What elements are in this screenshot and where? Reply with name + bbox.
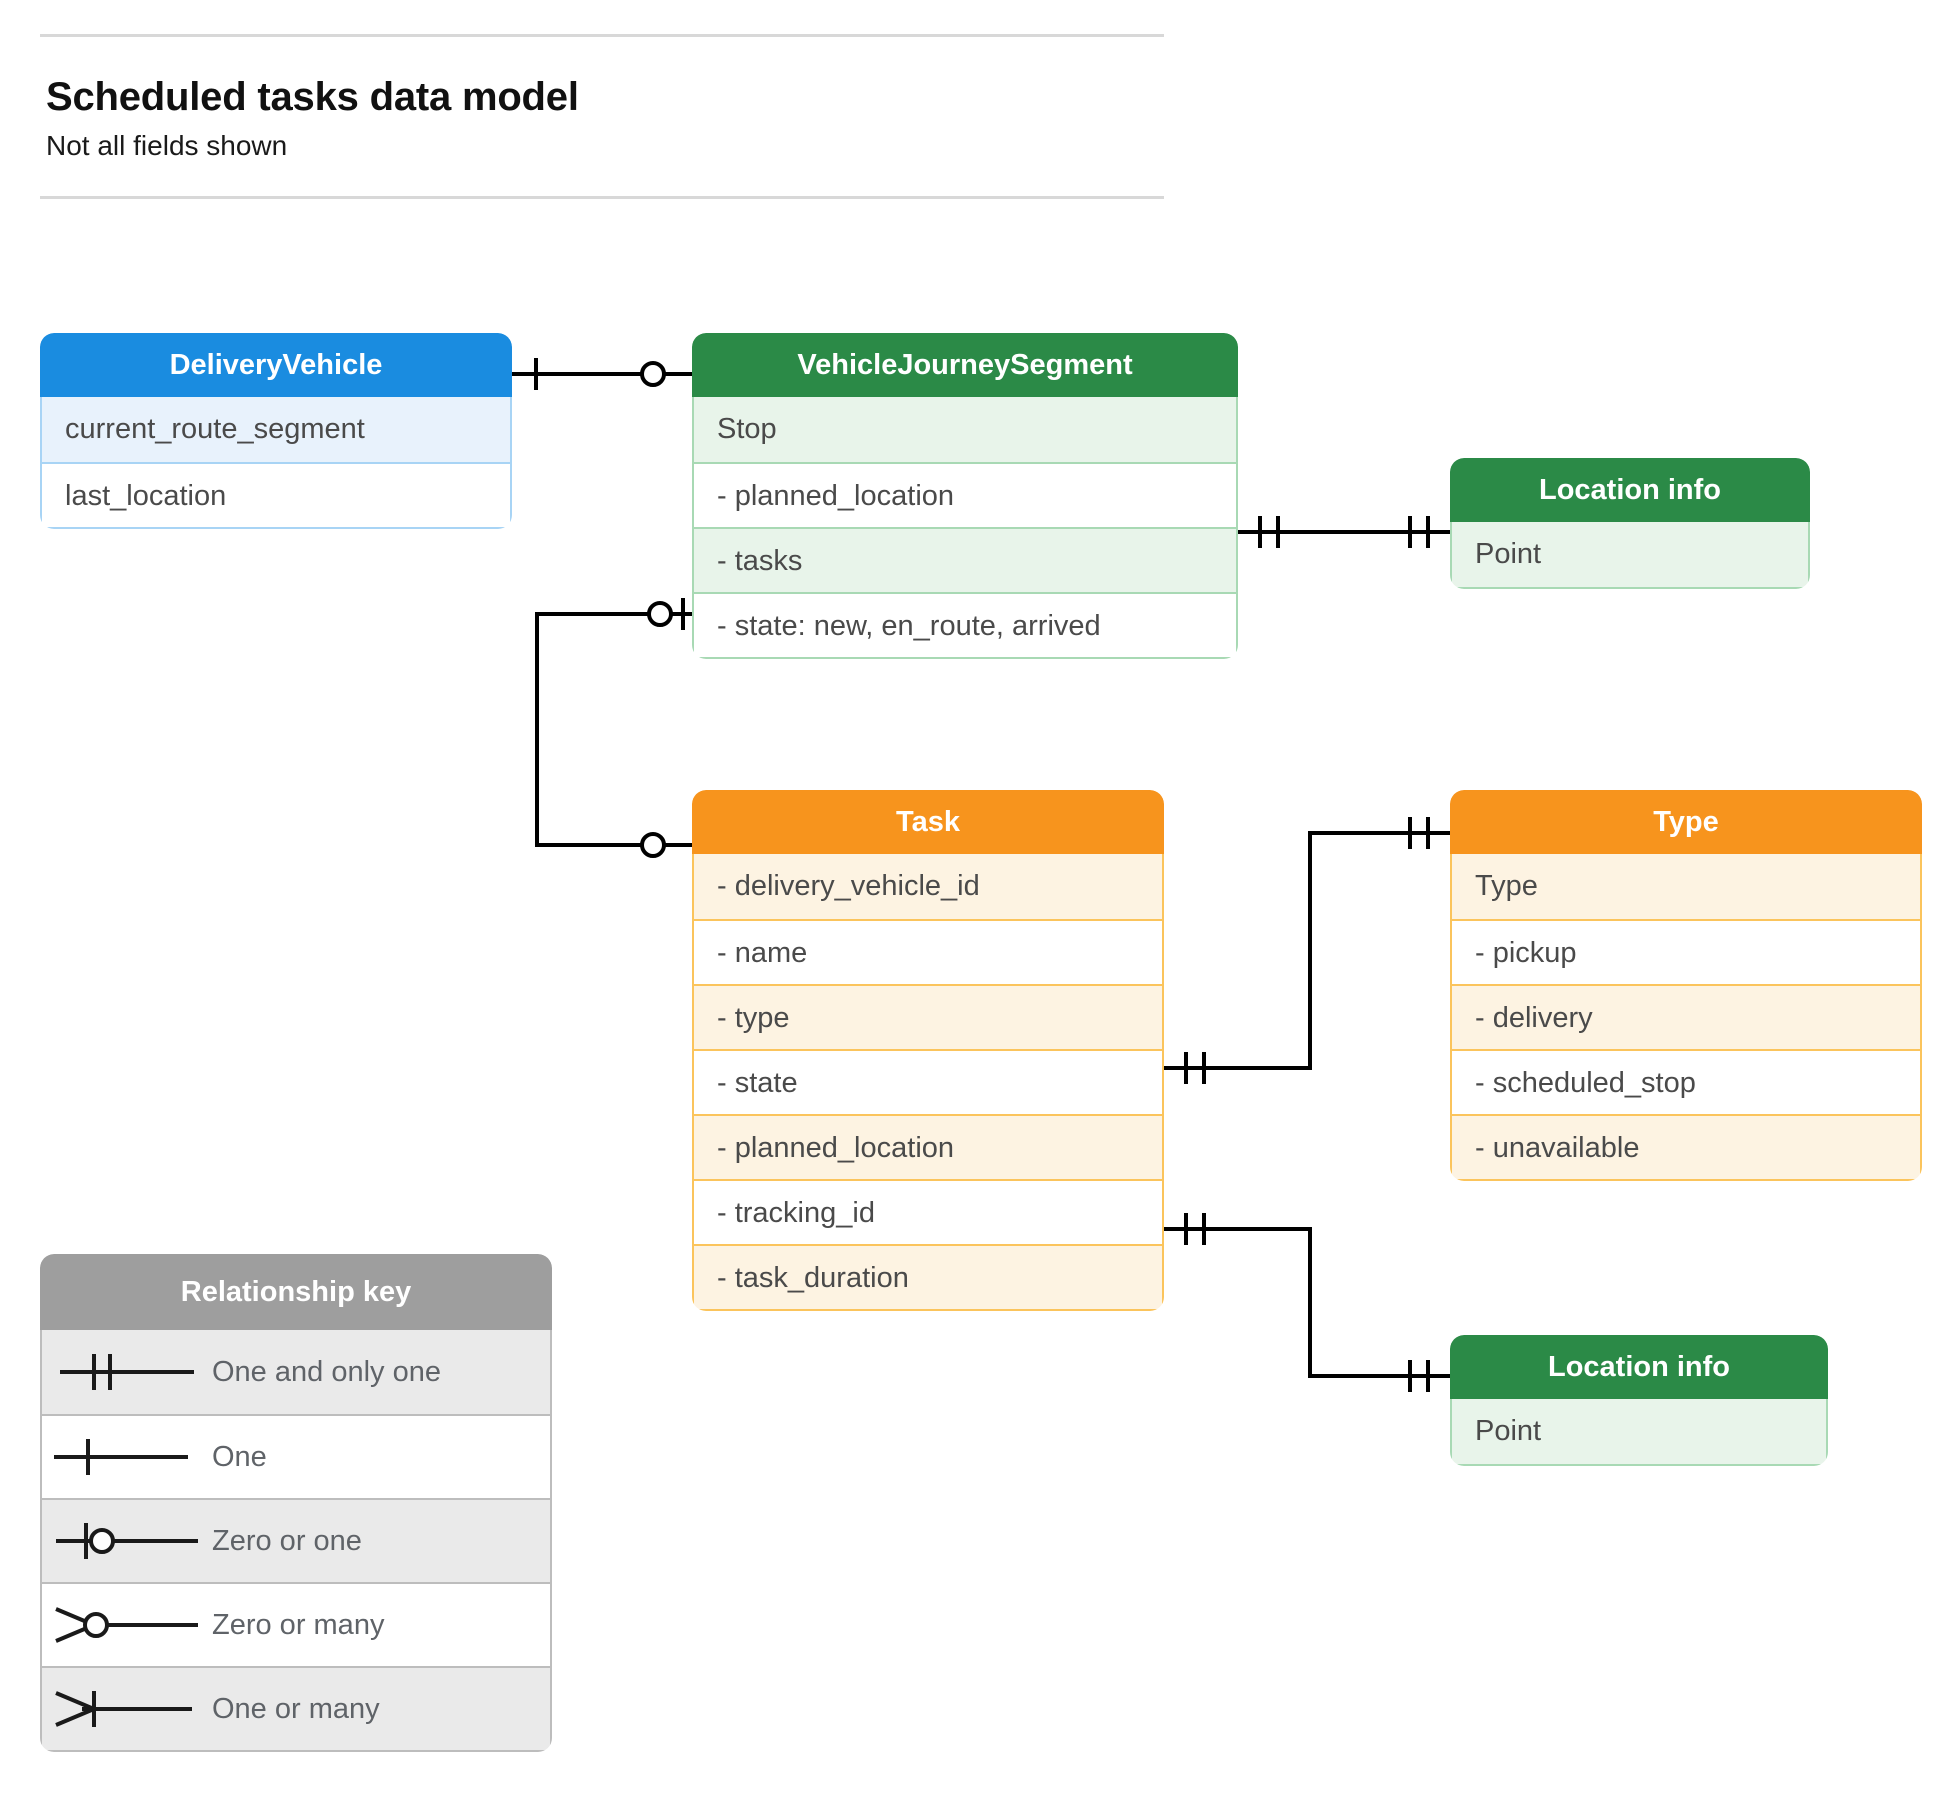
field-row: Stop [694,397,1236,462]
legend-item-one: One [42,1414,550,1498]
field-row: - name [694,919,1162,984]
connector-plannedlocation-to-locationinfo-top [1238,516,1450,548]
entity-fields-type: Type - pickup - delivery - scheduled_sto… [1450,854,1922,1181]
header-top-divider [40,34,1164,37]
entity-location-info-top[interactable]: Location info Point [1450,458,1810,589]
relationship-key-title: Relationship key [40,1254,552,1330]
entity-fields-task: - delivery_vehicle_id - name - type - st… [692,854,1164,1311]
entity-fields-location-info-top: Point [1450,522,1810,589]
field-row: Type [1452,854,1920,919]
field-row: - delivery [1452,984,1920,1049]
entity-fields-location-info-bottom: Point [1450,1399,1828,1466]
field-row: - state: new, en_route, arrived [694,592,1236,657]
connector-tasktype-to-type [1164,817,1450,1084]
field-row: - tasks [694,527,1236,592]
page-subtitle: Not all fields shown [46,130,288,161]
field-row: Point [1452,522,1808,587]
field-row: current_route_segment [42,397,510,462]
one-icon [54,1439,188,1475]
field-row: - planned_location [694,462,1236,527]
field-row: - planned_location [694,1114,1162,1179]
legend-label: One [212,1441,267,1473]
field-row: - unavailable [1452,1114,1920,1179]
connector-deliveryvehicle-to-journeysegment [512,358,692,390]
entity-title-vehicle-journey-segment: VehicleJourneySegment [692,333,1238,397]
entity-type[interactable]: Type Type - pickup - delivery - schedule… [1450,790,1922,1181]
relationship-key-legend: Relationship key One and only one One [40,1254,552,1752]
one-or-many-icon [55,1691,192,1727]
field-row: - state [694,1049,1162,1114]
field-row: last_location [42,462,510,527]
legend-label: Zero or many [212,1609,385,1641]
entity-title-location-info-top: Location info [1450,458,1810,522]
field-row: - delivery_vehicle_id [694,854,1162,919]
entity-title-location-info-bottom: Location info [1450,1335,1828,1399]
relationship-key-rows: One and only one One Zero or one [40,1330,552,1752]
legend-item-one-or-many: One or many [42,1666,550,1750]
page-header: Scheduled tasks data model Not all field… [40,34,1164,199]
zero-or-one-icon [56,1523,198,1559]
entity-task[interactable]: Task - delivery_vehicle_id - name - type… [692,790,1164,1311]
legend-label: One or many [212,1693,380,1725]
entity-title-task: Task [692,790,1164,854]
entity-location-info-bottom[interactable]: Location info Point [1450,1335,1828,1466]
field-row: - task_duration [694,1244,1162,1309]
entity-delivery-vehicle[interactable]: DeliveryVehicle current_route_segment la… [40,333,512,529]
entity-fields-vehicle-journey-segment: Stop - planned_location - tasks - state:… [692,397,1238,659]
zero-or-many-icon [55,1607,198,1643]
legend-item-zero-or-many: Zero or many [42,1582,550,1666]
page-title: Scheduled tasks data model [46,75,579,119]
field-row: - scheduled_stop [1452,1049,1920,1114]
legend-item-zero-or-one: Zero or one [42,1498,550,1582]
connector-journeysegment-to-task [535,598,692,861]
header-bottom-divider [40,195,1164,199]
field-row: - type [694,984,1162,1049]
entity-title-type: Type [1450,790,1922,854]
connector-taskplannedlocation-to-locationinfo-bottom [1164,1213,1450,1392]
legend-label: Zero or one [212,1525,362,1557]
field-row: - pickup [1452,919,1920,984]
field-row: - tracking_id [694,1179,1162,1244]
entity-title-delivery-vehicle: DeliveryVehicle [40,333,512,397]
one-and-only-one-icon [60,1354,194,1390]
entity-fields-delivery-vehicle: current_route_segment last_location [40,397,512,529]
legend-item-one-and-only-one: One and only one [42,1330,550,1414]
field-row: Point [1452,1399,1826,1464]
legend-label: One and only one [212,1356,441,1388]
entity-vehicle-journey-segment[interactable]: VehicleJourneySegment Stop - planned_loc… [692,333,1238,659]
